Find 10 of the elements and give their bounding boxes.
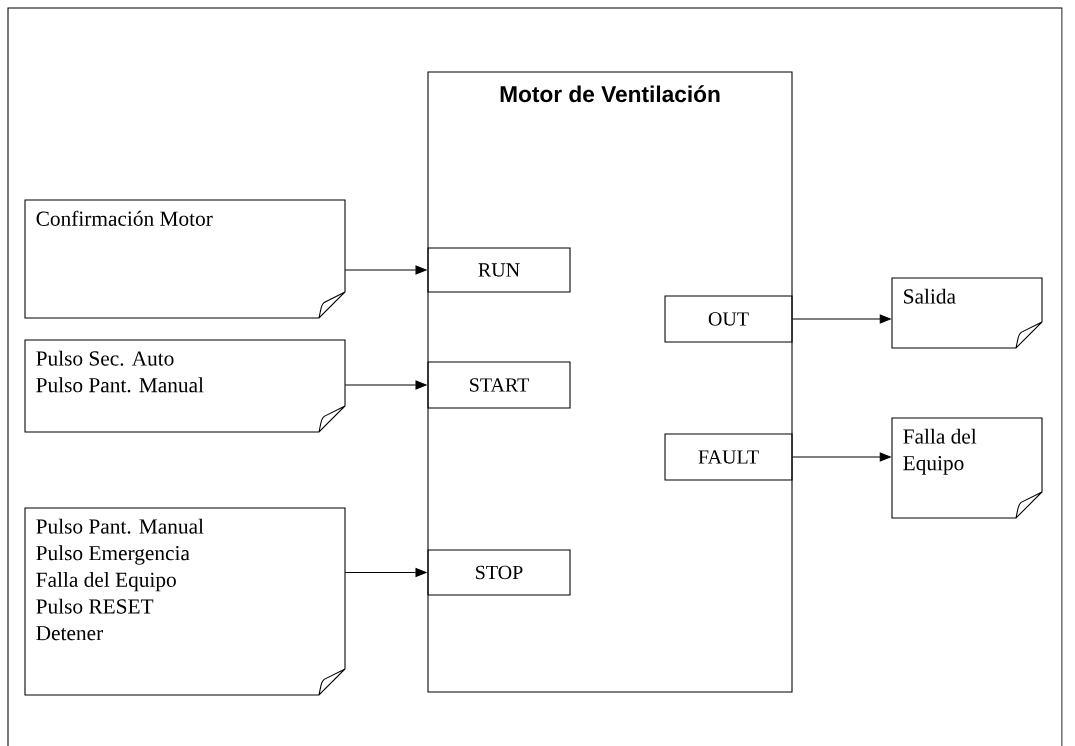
document-box: Falla del Equipo [891,417,1043,519]
port-box: RUN [427,247,571,293]
document-box: Pulso Pant. Manual Pulso Emergencia Falla del Equipo Pulso RESET Detener [24,507,346,696]
port-box: FAULT [664,433,793,481]
document-box: Pulso Sec. Auto Pulso Pant. Manual [24,339,346,433]
document-box: Salida [891,277,1043,349]
port-box: STOP [427,549,571,596]
port-box: START [427,361,571,409]
port-box: OUT [664,295,793,343]
document-box: Confirmación Motor [24,199,346,319]
